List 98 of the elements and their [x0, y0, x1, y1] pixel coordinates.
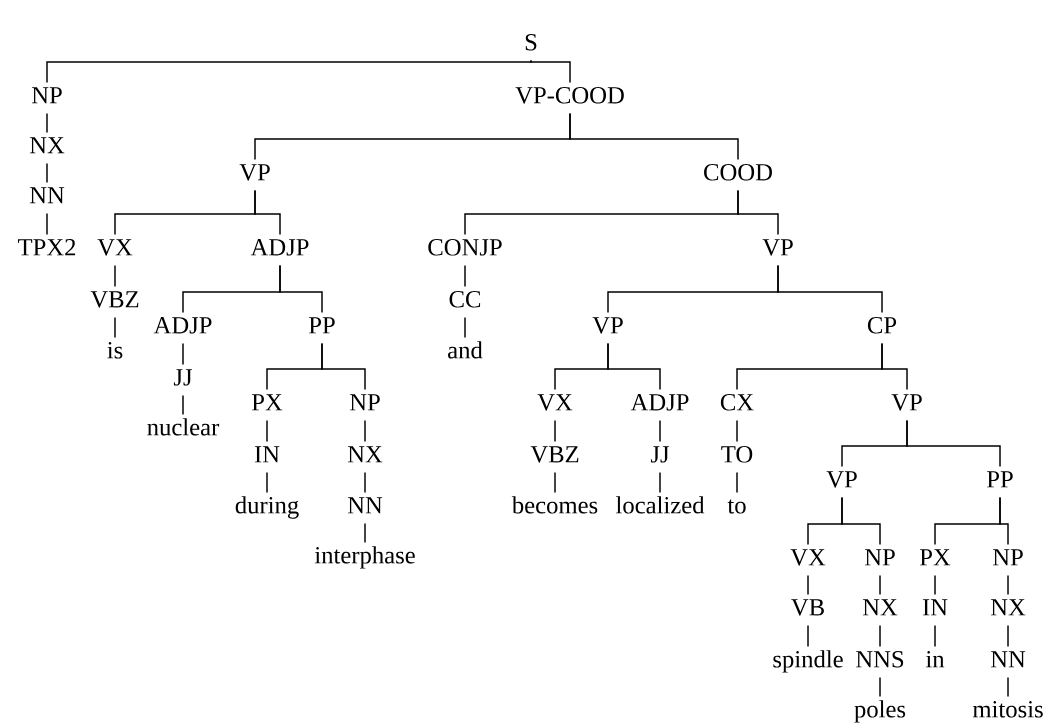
tree-branch [530, 59, 571, 84]
tree-branch [999, 496, 1009, 546]
tree-label: VP [762, 239, 793, 256]
tree-label: VX [537, 394, 573, 411]
tree-label: CP [867, 317, 897, 334]
tree-branch [659, 471, 661, 494]
tree-label: VP [592, 317, 623, 334]
tree-label: TPX2 [17, 239, 76, 256]
tree-branch [321, 342, 366, 391]
tree-branch [182, 342, 184, 366]
tree-label: S [525, 34, 537, 51]
tree-branch [934, 574, 936, 596]
tree-branch [46, 59, 532, 84]
tree-branch [881, 342, 908, 391]
tree-label: PP [987, 471, 1013, 488]
tree-label: ADJP [250, 239, 309, 256]
tree-branch [906, 419, 1001, 468]
tree-label: CONJP [428, 239, 502, 256]
tree-label: becomes [511, 496, 598, 514]
tree-branch [807, 624, 809, 648]
tree-branch [737, 189, 779, 236]
tree-label: PX [251, 394, 283, 411]
tree-label: CX [720, 394, 754, 411]
tree-branch [254, 189, 281, 236]
tree-label: NX [29, 137, 65, 154]
tree-label: NX [990, 599, 1026, 616]
tree-label: ADJP [153, 317, 212, 334]
tree-label: during [235, 496, 299, 519]
tree-branch [659, 419, 661, 443]
tree-label: in [925, 651, 945, 668]
tree-label: VP [891, 394, 922, 411]
tree-label: JJ [650, 446, 670, 463]
tree-branch [114, 264, 116, 288]
tree-label: to [727, 499, 746, 514]
tree-label: NN [990, 651, 1026, 668]
tree-label: VP-COOD [515, 87, 624, 104]
tree-label: NNS [856, 651, 904, 668]
tree-label: JJ [173, 369, 193, 386]
tree-branch [607, 342, 661, 391]
tree-branch [879, 676, 881, 698]
tree-branch [266, 471, 268, 494]
tree-branch [841, 496, 881, 546]
tree-label: NN [29, 187, 65, 204]
tree-label: IN [254, 446, 280, 463]
tree-label: NX [862, 599, 898, 616]
tree-branch [1007, 574, 1009, 596]
tree-branch [464, 316, 466, 339]
tree-label: and [448, 341, 483, 359]
tree-label: interphase [314, 546, 415, 569]
tree-label: CC [449, 291, 481, 308]
tree-branch [46, 212, 48, 236]
tree-branch [46, 112, 48, 134]
tree-branch [364, 522, 366, 544]
tree-label: NP [992, 549, 1023, 566]
tree-branch [1007, 676, 1009, 698]
tree-label: is [107, 342, 123, 359]
tree-label: NP [864, 549, 895, 566]
tree-branch [777, 264, 883, 314]
tree-label: NX [347, 446, 383, 463]
tree-label: mitosis [972, 701, 1043, 718]
tree-label: VP [826, 471, 857, 488]
tree-label: poles [854, 700, 906, 723]
tree-label: ADJP [630, 394, 689, 411]
tree-label: spindle [773, 650, 843, 673]
tree-branch [879, 574, 881, 596]
tree-branch [464, 264, 466, 288]
tree-label: VBZ [90, 291, 139, 308]
tree-branch [569, 112, 739, 161]
tree-label: NP [31, 87, 62, 104]
tree-branch [266, 419, 268, 443]
tree-label: nuclear [147, 418, 220, 436]
tree-branch [182, 394, 184, 416]
tree-label: NN [347, 497, 383, 514]
tree-branch [46, 162, 48, 184]
tree-label: VX [97, 239, 133, 256]
tree-branch [114, 316, 116, 339]
tree-branch [934, 624, 936, 648]
tree-label: COOD [704, 164, 772, 181]
tree-branch [364, 419, 366, 443]
tree-branch [879, 624, 881, 648]
tree-branch [736, 419, 738, 443]
tree-branch [554, 419, 556, 443]
tree-label: PP [309, 317, 335, 334]
tree-branch [364, 471, 366, 494]
tree-label: VX [790, 549, 826, 566]
tree-label: NP [349, 394, 380, 411]
tree-branch [279, 264, 323, 314]
tree-branch [736, 471, 738, 494]
tree-label: VB [791, 599, 824, 616]
tree-label: PX [919, 549, 951, 566]
tree-label: IN [922, 599, 948, 616]
tree-label: VP [239, 164, 270, 181]
tree-label: TO [721, 446, 753, 463]
tree-label: VBZ [530, 446, 579, 463]
tree-label: localized [616, 496, 705, 514]
tree-branch [1007, 624, 1009, 648]
tree-branch [554, 471, 556, 494]
tree-branch [807, 574, 809, 596]
